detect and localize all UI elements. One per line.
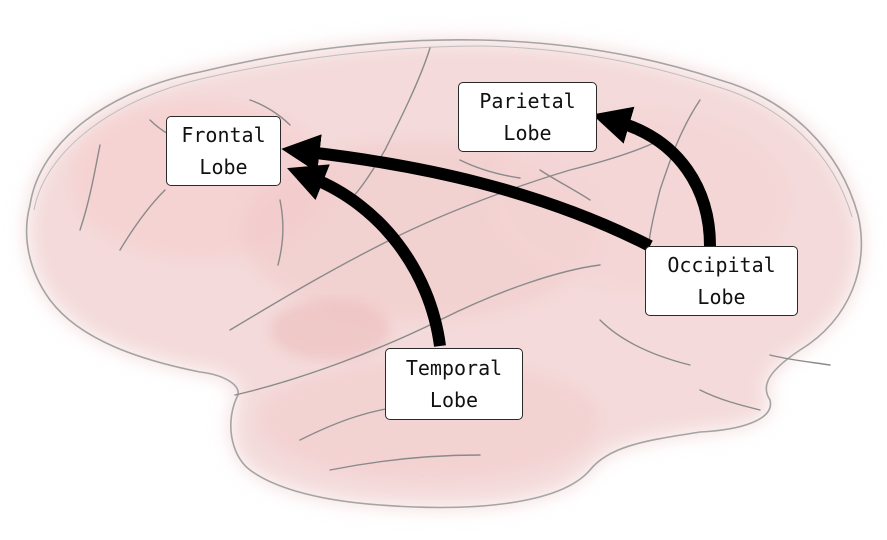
- arrow-temporal-to-frontal: [287, 164, 446, 347]
- temporal-lobe-label: Temporal Lobe: [385, 348, 523, 420]
- temporal-lobe-line2: Lobe: [429, 388, 479, 412]
- parietal-lobe-label: Parietal Lobe: [458, 82, 597, 152]
- occipital-lobe-line2: Lobe: [697, 285, 746, 309]
- brain-outline: [25, 38, 863, 509]
- frontal-lobe-line2: Lobe: [199, 155, 248, 179]
- arrows: [281, 106, 716, 347]
- arrow-occipital-to-frontal: [281, 134, 653, 252]
- frontal-lobe-label: Frontal Lobe: [166, 116, 281, 186]
- parietal-lobe-line2: Lobe: [503, 121, 552, 145]
- frontal-lobe-line1: Frontal: [181, 123, 266, 147]
- occipital-lobe-line1: Occipital: [667, 253, 776, 277]
- occipital-lobe-label: Occipital Lobe: [645, 246, 798, 316]
- arrow-occipital-to-parietal: [592, 106, 716, 247]
- temporal-lobe-line1: Temporal: [405, 356, 503, 380]
- parietal-lobe-line1: Parietal: [479, 89, 576, 113]
- sulci-lines: [79, 47, 831, 471]
